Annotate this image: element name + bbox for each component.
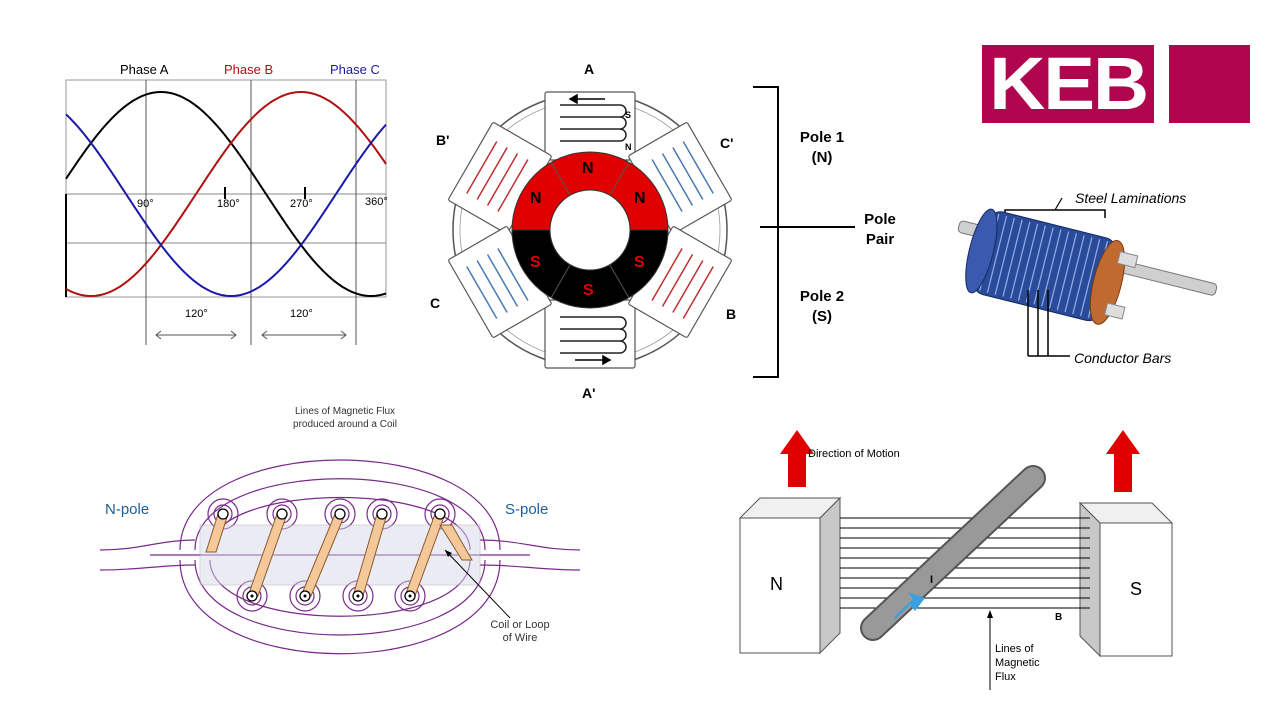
coil-flux-diagram: Lines of Magnetic Flux produced around a…	[100, 406, 580, 655]
conductor-bars-label: Conductor Bars	[1074, 350, 1171, 366]
coil-n-label: N	[625, 142, 632, 152]
field-label: B	[1055, 612, 1062, 623]
motor-principle-diagram: Direction of Motion I N S B Lines of Mag…	[738, 430, 1174, 690]
motion-arrow-left	[780, 430, 814, 487]
rotor-n-top: N	[582, 160, 594, 177]
wire-label-1: Coil or Loop	[490, 619, 549, 631]
flux-label-3: Flux	[995, 671, 1016, 683]
pole1-label: Pole 1	[800, 129, 844, 146]
north-magnet	[738, 496, 842, 655]
angle-90-label: 90°	[137, 198, 154, 210]
pole1-sub-label: (N)	[812, 149, 833, 166]
rotor-n-right: N	[634, 190, 646, 207]
spacing-label-1: 120°	[185, 308, 208, 320]
rotor-n-left: N	[530, 190, 542, 207]
coil-c	[466, 248, 529, 319]
flux-title-2: produced around a Coil	[293, 419, 397, 430]
south-magnet	[1078, 501, 1174, 658]
spacing-label-2: 120°	[290, 308, 313, 320]
phase-a-label: Phase A	[120, 62, 169, 77]
conductor-rod	[860, 465, 1046, 641]
keb-logo-square	[1169, 45, 1250, 123]
keb-logo: KEB	[982, 45, 1250, 123]
flux-label-1: Lines of	[995, 643, 1034, 655]
flux-label-2: Magnetic	[995, 657, 1040, 669]
flux-title-1: Lines of Magnetic Flux	[295, 406, 395, 417]
rotor-s-bottom: S	[583, 282, 594, 299]
coil-a	[560, 104, 627, 142]
coil-b-prime	[466, 141, 529, 212]
phase-b-label: Phase B	[224, 62, 273, 77]
stator-label-a: A	[584, 61, 594, 77]
pole2-label: Pole 2	[800, 288, 844, 305]
coil-a-prime	[560, 316, 627, 354]
direction-of-motion-label: Direction of Motion	[808, 448, 900, 460]
stator-label-b-prime: B'	[436, 132, 449, 148]
north-label: N	[770, 574, 783, 594]
phase-c-label: Phase C	[330, 62, 380, 77]
three-phase-chart: Phase A Phase B Phase C 90° 180° 270° 36…	[65, 62, 388, 345]
keb-logo-text: KEB	[989, 42, 1149, 125]
angle-180-label: 180°	[217, 198, 240, 210]
coil-c-prime	[651, 141, 714, 212]
phase-c-curve	[65, 113, 387, 297]
angle-270-label: 270°	[290, 198, 313, 210]
phase-a-curve	[65, 91, 387, 297]
stator-diagram: S N N N N S S S A A' B' C C' B	[430, 61, 736, 401]
stator-label-c: C	[430, 295, 440, 311]
stator-label-b: B	[726, 306, 736, 322]
pole2-sub-label: (S)	[812, 308, 832, 325]
wire-label-2: of Wire	[503, 632, 538, 644]
rotor-ring	[511, 151, 669, 309]
coil-b	[651, 248, 714, 319]
n-pole-label: N-pole	[105, 501, 149, 518]
pole-pair-sub-label: Pair	[866, 231, 895, 248]
laminations-label: Steel Laminations	[1075, 190, 1186, 206]
rotor-s-right: S	[634, 254, 645, 271]
rotor-s-left: S	[530, 254, 541, 271]
keb-logo-box: KEB	[982, 45, 1154, 123]
south-label: S	[1130, 579, 1142, 599]
stator-label-a-prime: A'	[582, 385, 595, 401]
laminated-core	[965, 208, 1139, 325]
angle-360-label: 360°	[365, 196, 388, 208]
stator-label-c-prime: C'	[720, 135, 733, 151]
rotor-cage-diagram: Steel Laminations Conductor Bar	[957, 190, 1218, 366]
coil-s-label: S	[625, 110, 631, 120]
motion-arrow-right	[1106, 430, 1140, 492]
pole-pair-label: Pole	[864, 211, 896, 228]
phase-b-curve	[65, 91, 387, 297]
s-pole-label: S-pole	[505, 501, 548, 518]
pole-bracket: Pole 1 (N) Pole 2 (S) Pole Pair	[753, 86, 896, 378]
current-label: I	[930, 574, 933, 586]
